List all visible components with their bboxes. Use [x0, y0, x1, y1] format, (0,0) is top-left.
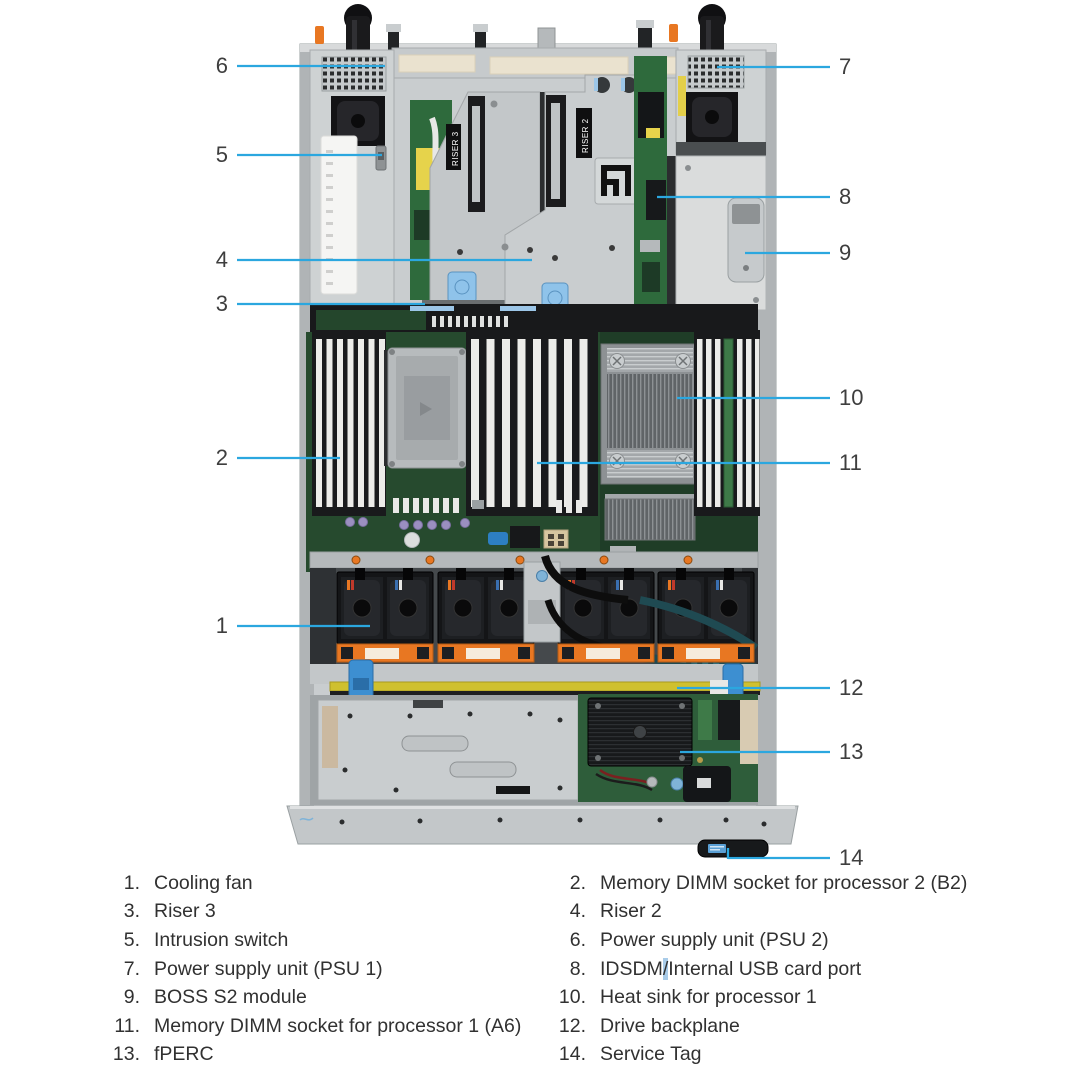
callout-lines — [237, 64, 830, 860]
legend-item-2: 2. Memory DIMM socket for processor 2 (B… — [552, 869, 1052, 898]
psu1-vent — [687, 55, 745, 89]
callout-number-12: 12 — [839, 675, 864, 700]
legend-number: 5. — [123, 928, 140, 951]
legend-item-7: 7. Power supply unit (PSU 1) — [106, 955, 546, 984]
legend-number: 8. — [569, 957, 586, 980]
heatsink-processor1 — [600, 343, 700, 541]
callout-number-10: 10 — [839, 385, 864, 410]
callout-number-4: 4 — [215, 247, 228, 272]
legend-number: 12. — [558, 1014, 586, 1037]
riser3-photo-label: RISER 3 — [451, 131, 460, 166]
legend-number: 10. — [558, 986, 586, 1009]
callout-number-13: 13 — [839, 739, 864, 764]
dimm-bank-processor1 — [466, 330, 598, 516]
boss-s2-module — [675, 155, 767, 311]
legend-label-slash: / — [662, 957, 669, 980]
legend-label: Cooling fan — [154, 871, 253, 894]
legend-item-1: 1. Cooling fan — [106, 869, 546, 898]
riser3-touchpoint — [447, 271, 477, 304]
idsdm-port — [646, 180, 666, 220]
callout-number-9: 9 — [839, 240, 852, 265]
callout-number-14: 14 — [839, 845, 864, 870]
legend-label: Memory DIMM socket for processor 2 (B2) — [600, 871, 968, 894]
legend-number: 2. — [569, 871, 586, 894]
idsdm-area — [634, 56, 676, 332]
riser2-assembly: RISER 2 — [501, 74, 663, 314]
board-blue-latch — [488, 532, 508, 545]
server-topview-illustration: RISER 3 RISER 2 — [237, 4, 830, 860]
legend-label: BOSS S2 module — [154, 986, 307, 1009]
legend-item-3: 3. Riser 3 — [106, 898, 546, 927]
psu2-unit — [309, 49, 395, 305]
callout-number-8: 8 — [839, 184, 852, 209]
psu2-vent — [321, 56, 387, 92]
front-bezel — [286, 805, 799, 858]
service-tag — [697, 839, 769, 858]
riser2-photo-label: RISER 2 — [581, 118, 590, 153]
callout-number-5: 5 — [215, 142, 228, 167]
legend-number: 1. — [123, 871, 140, 894]
legend-item-10: 10. Heat sink for processor 1 — [552, 983, 1052, 1012]
drive-cage — [310, 694, 758, 805]
power-cable — [541, 554, 629, 604]
release-tab-left — [315, 26, 324, 44]
fperc-area — [578, 694, 758, 802]
legend-number: 9. — [123, 986, 140, 1009]
dimm-bank-processor2 — [312, 330, 386, 516]
legend-number: 13. — [112, 1043, 140, 1066]
legend-item-9: 9. BOSS S2 module — [106, 983, 546, 1012]
board-connector-row — [310, 304, 758, 332]
legend-column-right: 2. Memory DIMM socket for processor 2 (B… — [552, 869, 1052, 1069]
callout-number-6: 6 — [215, 53, 228, 78]
legend-item-12: 12. Drive backplane — [552, 1012, 1052, 1041]
callout-number-2: 2 — [215, 445, 228, 470]
installed-dimm — [723, 338, 734, 508]
legend-label: Memory DIMM socket for processor 1 (A6) — [154, 1014, 522, 1037]
legend-label: Riser 3 — [154, 900, 216, 923]
legend-number: 14. — [558, 1043, 586, 1066]
drive-backplane — [310, 659, 761, 703]
fan-module-1 — [336, 568, 434, 645]
callout-number-11: 11 — [839, 450, 862, 475]
legend-item-6: 6. Power supply unit (PSU 2) — [552, 926, 1052, 955]
legend-column-left: 1. Cooling fan 3. Riser 3 5. Intrusion s… — [106, 869, 546, 1069]
legend-label: Riser 2 — [600, 900, 662, 923]
legend-item-14: 14. Service Tag — [552, 1041, 1052, 1070]
board-components — [309, 498, 759, 569]
legend-number: 11. — [114, 1014, 140, 1037]
legend-label-suffix: Internal USB card port — [668, 957, 862, 980]
legend-number: 7. — [123, 957, 140, 980]
legend-label: Service Tag — [600, 1043, 702, 1066]
legend-item-5: 5. Intrusion switch — [106, 926, 546, 955]
legend-label: Heat sink for processor 1 — [600, 986, 817, 1009]
fperc-blue-screw — [670, 777, 684, 791]
callout-number-1: 1 — [215, 613, 228, 638]
legend-label: Power supply unit (PSU 1) — [154, 957, 383, 980]
fan-orange-strips — [336, 643, 755, 663]
release-tab-right — [669, 24, 678, 42]
legend-item-4: 4. Riser 2 — [552, 898, 1052, 927]
callout-number-7: 7 — [839, 54, 852, 79]
legend-label: Drive backplane — [600, 1014, 740, 1037]
callout-number-3: 3 — [215, 291, 228, 316]
legend-item-13: 13. fPERC — [106, 1041, 546, 1070]
legend-label-idsdm: IDSDM/Internal USB card port — [600, 957, 1052, 981]
legend-number: 4. — [569, 900, 586, 923]
cpu-socket-2 — [384, 347, 470, 469]
legend-item-11: 11. Memory DIMM socket for processor 1 (… — [106, 1012, 546, 1041]
legend-label-prefix: IDSDM — [600, 957, 663, 980]
legend-number: 6. — [569, 928, 586, 951]
cooling-fan-row — [310, 554, 759, 673]
legend-label: Intrusion switch — [154, 928, 289, 951]
heatsink-screws — [609, 353, 691, 469]
legend-label: fPERC — [154, 1043, 214, 1066]
braided-cable — [639, 596, 759, 652]
legend-label: Power supply unit (PSU 2) — [600, 928, 829, 951]
legend-number: 3. — [123, 900, 140, 923]
intrusion-switch — [375, 145, 387, 171]
fan-module-2 — [437, 568, 535, 645]
internal-usb-bracket — [594, 157, 638, 205]
dimm-bank-right — [694, 330, 760, 516]
legend-item-8: 8. IDSDM/Internal USB card port — [552, 955, 1052, 984]
